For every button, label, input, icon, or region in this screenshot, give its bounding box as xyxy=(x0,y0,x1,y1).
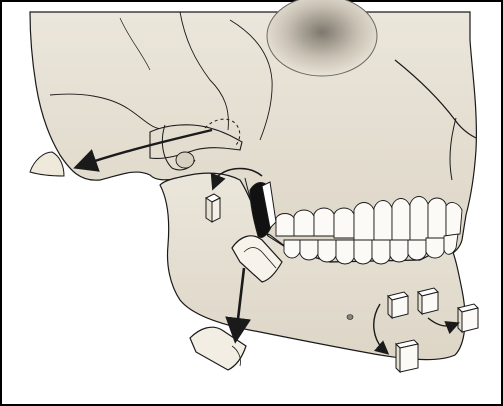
orbit xyxy=(267,0,377,76)
mental-foramen xyxy=(347,315,353,320)
bone-graft-block-icon xyxy=(206,194,220,222)
relocated-block-bottom xyxy=(396,340,418,372)
ear-canal xyxy=(176,152,194,168)
relocated-block-right xyxy=(458,304,478,332)
